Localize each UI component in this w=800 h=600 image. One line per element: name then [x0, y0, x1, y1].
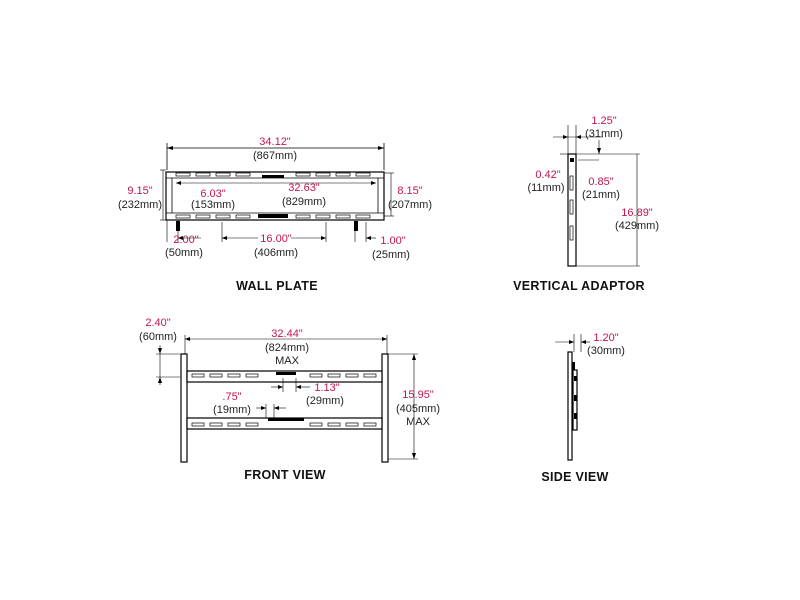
front-view-right-arm [381, 353, 389, 463]
front-view-left-arm [180, 353, 188, 463]
wall-plate-height-right-mm: (207mm) [388, 199, 432, 211]
wall-plate-body [165, 171, 385, 221]
wall-plate-height-left-in: 9.15" [127, 185, 152, 197]
wall-plate-left-offset-in: 2.00" [173, 234, 198, 246]
wall-plate-width-in: 34.12" [259, 136, 291, 148]
wall-plate-stud-spacing-in: 16.00" [260, 233, 292, 245]
side-view-diagram [555, 334, 590, 461]
side-view-depth-in: 1.20" [593, 332, 618, 344]
wall-plate-title: WALL PLATE [236, 279, 318, 293]
side-view-title: SIDE VIEW [541, 470, 608, 484]
front-view-small-offset-mm: (19mm) [213, 404, 251, 416]
front-view-top-rail [186, 370, 383, 383]
front-view-title: FRONT VIEW [244, 468, 325, 482]
wall-plate-inner-offset-in: 6.03" [200, 188, 225, 200]
front-view-top-offset-in: 2.40" [145, 317, 170, 329]
wall-plate-inner-offset-mm: (153mm) [191, 199, 235, 211]
wall-plate-left-offset-mm: (50mm) [165, 247, 203, 259]
front-view-max-width-note: MAX [275, 355, 300, 367]
vertical-adaptor-left-depth-in: 0.42" [535, 169, 560, 181]
vertical-adaptor-top-width-mm: (31mm) [585, 128, 623, 140]
front-view-small-offset-in: .75" [222, 391, 241, 403]
vertical-adaptor-length-mm: (429mm) [615, 220, 659, 232]
vertical-adaptor-diagram [553, 125, 640, 267]
wall-plate-bottom-slots [175, 214, 371, 219]
front-view-max-width-mm: (824mm) [265, 342, 309, 354]
vertical-adaptor-bar [567, 153, 577, 267]
front-view-max-width-in: 32.44" [271, 328, 303, 340]
side-view-depth-mm: (30mm) [587, 345, 625, 357]
wall-plate-right-offset-in: 1.00" [380, 235, 405, 247]
wall-plate-top-slots [175, 172, 371, 177]
vertical-adaptor-left-depth-mm: (11mm) [527, 182, 564, 194]
front-view-max-height-mm: (405mm) [396, 403, 440, 415]
front-view-rail-slots [191, 373, 377, 427]
vertical-adaptor-top-width-in: 1.25" [591, 115, 616, 127]
vertical-adaptor-right-depth-mm: (21mm) [582, 189, 620, 201]
front-view-center-offset-in: 1.13" [314, 382, 339, 394]
front-view-diagram [156, 335, 418, 463]
wall-plate-slot-width-in: 32.63" [288, 182, 320, 194]
vertical-adaptor-title: VERTICAL ADAPTOR [513, 279, 645, 293]
wall-plate-center-bar [258, 214, 288, 218]
wall-plate-width-mm: (867mm) [253, 150, 297, 162]
wall-plate-stud-spacing-mm: (406mm) [254, 247, 298, 259]
wall-plate-diagram [160, 143, 394, 242]
front-view-max-height-in: 15.95" [402, 389, 434, 401]
side-view-wall-plate [567, 351, 573, 461]
front-view-top-offset-mm: (60mm) [139, 331, 177, 343]
front-view-center-offset-mm: (29mm) [306, 395, 344, 407]
vertical-adaptor-length-in: 16.89" [621, 207, 653, 219]
wall-plate-height-right-in: 8.15" [397, 185, 422, 197]
wall-plate-right-offset-mm: (25mm) [372, 249, 410, 261]
vertical-adaptor-right-depth-in: 0.85" [588, 176, 613, 188]
front-view-max-height-note: MAX [406, 416, 431, 428]
wall-plate-height-left-mm: (232mm) [118, 199, 162, 211]
wall-plate-slot-width-mm: (829mm) [282, 196, 326, 208]
